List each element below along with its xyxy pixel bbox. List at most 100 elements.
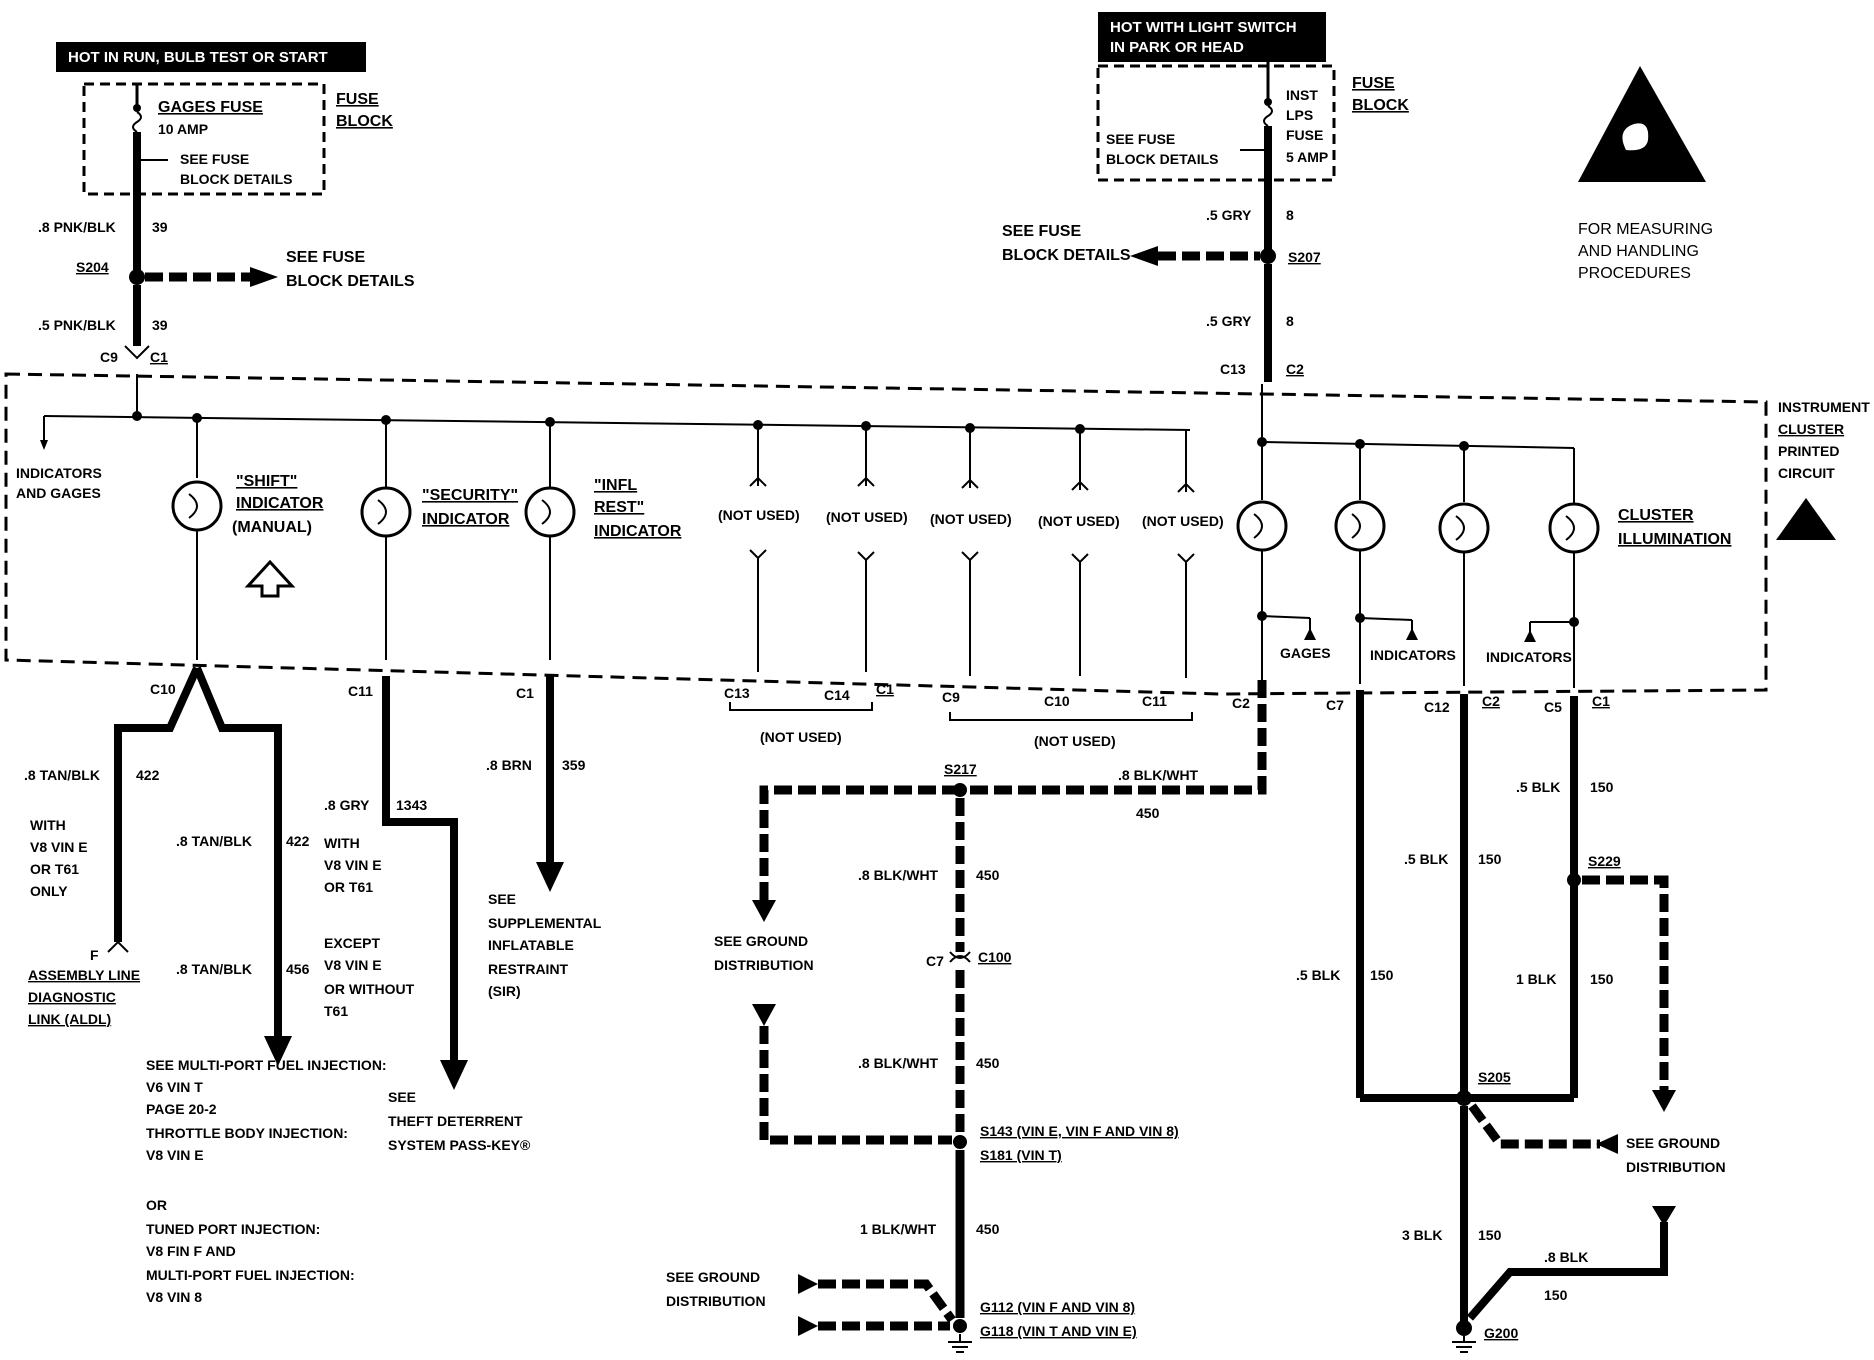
ground-g112: G112 (VIN F AND VIN 8) <box>980 1299 1135 1315</box>
fuse-block-label-2: BLOCK <box>1352 97 1409 114</box>
wire-label: 1 BLK <box>1516 971 1556 987</box>
not-used-label: (NOT USED) <box>826 509 908 525</box>
not-used-circuit: (NOT USED) <box>930 423 1012 676</box>
fuel-note-line: THROTTLE BODY INJECTION: <box>146 1125 348 1141</box>
not-used-group-1: (NOT USED) <box>760 729 842 745</box>
security-except-1: EXCEPT <box>324 935 380 951</box>
not-used-label: (NOT USED) <box>930 511 1012 527</box>
fuse-details-2: BLOCK DETAILS <box>180 171 293 187</box>
fuse-details-1: SEE FUSE <box>180 151 249 167</box>
ground-dist-1: SEE GROUND <box>714 933 808 949</box>
sir-note-4: RESTRAINT <box>488 961 569 977</box>
aldl-link-3: LINK (ALDL) <box>28 1011 111 1027</box>
see-fuse-block-1: SEE FUSE <box>1002 223 1081 240</box>
cluster-illumination-bulb: INDICATORS CLUSTER ILLUMINATION <box>1486 448 1731 688</box>
theft-deterrent-1: SEE <box>388 1089 416 1105</box>
theft-deterrent-2: THEFT DETERRENT <box>388 1113 523 1129</box>
fuel-note-line: V6 VIN T <box>146 1079 203 1095</box>
wire-label: .8 GRY <box>324 797 370 813</box>
splice-s181: S181 (VIN T) <box>980 1147 1062 1163</box>
circuit-number: 150 <box>1590 971 1614 987</box>
ground-icon <box>1452 1336 1476 1353</box>
splice-s217: S217 <box>944 761 977 777</box>
see-fuse-block-1: SEE FUSE <box>286 249 365 266</box>
fuel-note-line: TUNED PORT INJECTION: <box>146 1221 320 1237</box>
security-with-1: WITH <box>324 835 360 851</box>
wire-label: .8 BRN <box>486 757 532 773</box>
fuse-details-2: BLOCK DETAILS <box>1106 151 1219 167</box>
indicators-label: INDICATORS <box>1370 647 1456 663</box>
cluster-illumination-2: ILLUMINATION <box>1618 531 1731 548</box>
inst-fuse-label-1: INST <box>1286 87 1318 103</box>
infl-rest-indicator-1: "INFL <box>594 477 637 494</box>
connector-c9: C9 <box>942 689 960 705</box>
splice-s143: S143 (VIN E, VIN F AND VIN 8) <box>980 1123 1179 1139</box>
cluster-label-2: CLUSTER <box>1778 421 1844 437</box>
left-fuse-icon <box>132 111 142 133</box>
fuel-note-line: SEE MULTI-PORT FUEL INJECTION: <box>146 1057 387 1073</box>
wire-label: .8 TAN/BLK <box>176 961 252 977</box>
gages-fuse-label: GAGES FUSE <box>158 99 263 116</box>
fuse-block-label-2: BLOCK <box>336 113 393 130</box>
aldl-with-1: WITH <box>30 817 66 833</box>
connector-c1: C1 <box>1592 693 1610 709</box>
fuel-note-line: PAGE 20-2 <box>146 1101 217 1117</box>
fuel-note-line: V8 VIN 8 <box>146 1289 202 1305</box>
circuit-number: 150 <box>1590 779 1614 795</box>
security-indicator-1: "SECURITY" <box>422 487 518 504</box>
connector-c13: C13 <box>1220 361 1246 377</box>
splice-s207-node <box>1260 248 1276 264</box>
connector-c2: C2 <box>1232 695 1250 711</box>
arrow-left-icon <box>1130 246 1158 266</box>
splice-s207: S207 <box>1288 249 1321 265</box>
fuel-note-line: OR <box>146 1197 167 1213</box>
connector-c10: C10 <box>1044 693 1070 709</box>
wire-label: 1 BLK/WHT <box>860 1221 937 1237</box>
right-hot-banner <box>1098 12 1326 62</box>
ground-dist-1: SEE GROUND <box>666 1269 760 1285</box>
connector-c1: C1 <box>150 349 168 365</box>
not-used-circuit: (NOT USED) <box>718 420 800 672</box>
ground-dist-2: DISTRIBUTION <box>666 1293 766 1309</box>
indicators-bulb-1: INDICATORS <box>1334 444 1456 684</box>
cluster-illumination-1: CLUSTER <box>1618 507 1694 524</box>
sir-note-2: SUPPLEMENTAL <box>488 915 602 931</box>
circuit-number: 150 <box>1478 851 1502 867</box>
left-hot-banner-text: HOT IN RUN, BULB TEST OR START <box>68 49 328 66</box>
security-with-3: OR T61 <box>324 879 373 895</box>
splice-s229: S229 <box>1588 853 1621 869</box>
gages-fuse-rating: 10 AMP <box>158 121 208 137</box>
connector-c100: C100 <box>978 949 1012 965</box>
up-arrow-icon <box>244 559 296 598</box>
infl-rest-indicator-3: INDICATOR <box>594 523 682 540</box>
indicators-and-gages-1: INDICATORS <box>16 465 102 481</box>
wire-label: .8 TAN/BLK <box>24 767 100 783</box>
connector-c2: C2 <box>1482 693 1500 709</box>
cluster-label-1: INSTRUMENT <box>1778 399 1870 415</box>
wire-label: .8 BLK/WHT <box>1118 767 1199 783</box>
not-used-circuit: (NOT USED) <box>1038 424 1120 676</box>
aldl-pin: F <box>90 947 99 963</box>
not-used-group-2: (NOT USED) <box>1034 733 1116 749</box>
circuit-number: 8 <box>1286 313 1294 329</box>
shift-indicator-2: INDICATOR <box>236 495 324 512</box>
see-fuse-block-2: BLOCK DETAILS <box>1002 247 1131 264</box>
not-used-label: (NOT USED) <box>1038 513 1120 529</box>
circuit-number: 422 <box>286 833 310 849</box>
esd-note-line-1: FOR MEASURING <box>1578 221 1713 238</box>
aldl-link-1: ASSEMBLY LINE <box>28 967 140 983</box>
connector-c2: C2 <box>1286 361 1304 377</box>
sir-note-5: (SIR) <box>488 983 521 999</box>
wire-label: .8 BLK/WHT <box>858 1055 939 1071</box>
circuit-number: 422 <box>136 767 160 783</box>
right-hot-banner-text-1: HOT WITH LIGHT SWITCH <box>1110 19 1297 36</box>
esd-note-line-3: PROCEDURES <box>1578 265 1691 282</box>
security-except-3: OR WITHOUT <box>324 981 415 997</box>
splice-s204-node <box>129 269 145 285</box>
aldl-with-3: OR T61 <box>30 861 79 877</box>
ground-icon <box>948 1334 972 1353</box>
wire-label: .8 TAN/BLK <box>176 833 252 849</box>
connector-c12: C12 <box>1424 699 1450 715</box>
circuit-number: 8 <box>1286 207 1294 223</box>
fuse-block-label-1: FUSE <box>336 91 379 108</box>
